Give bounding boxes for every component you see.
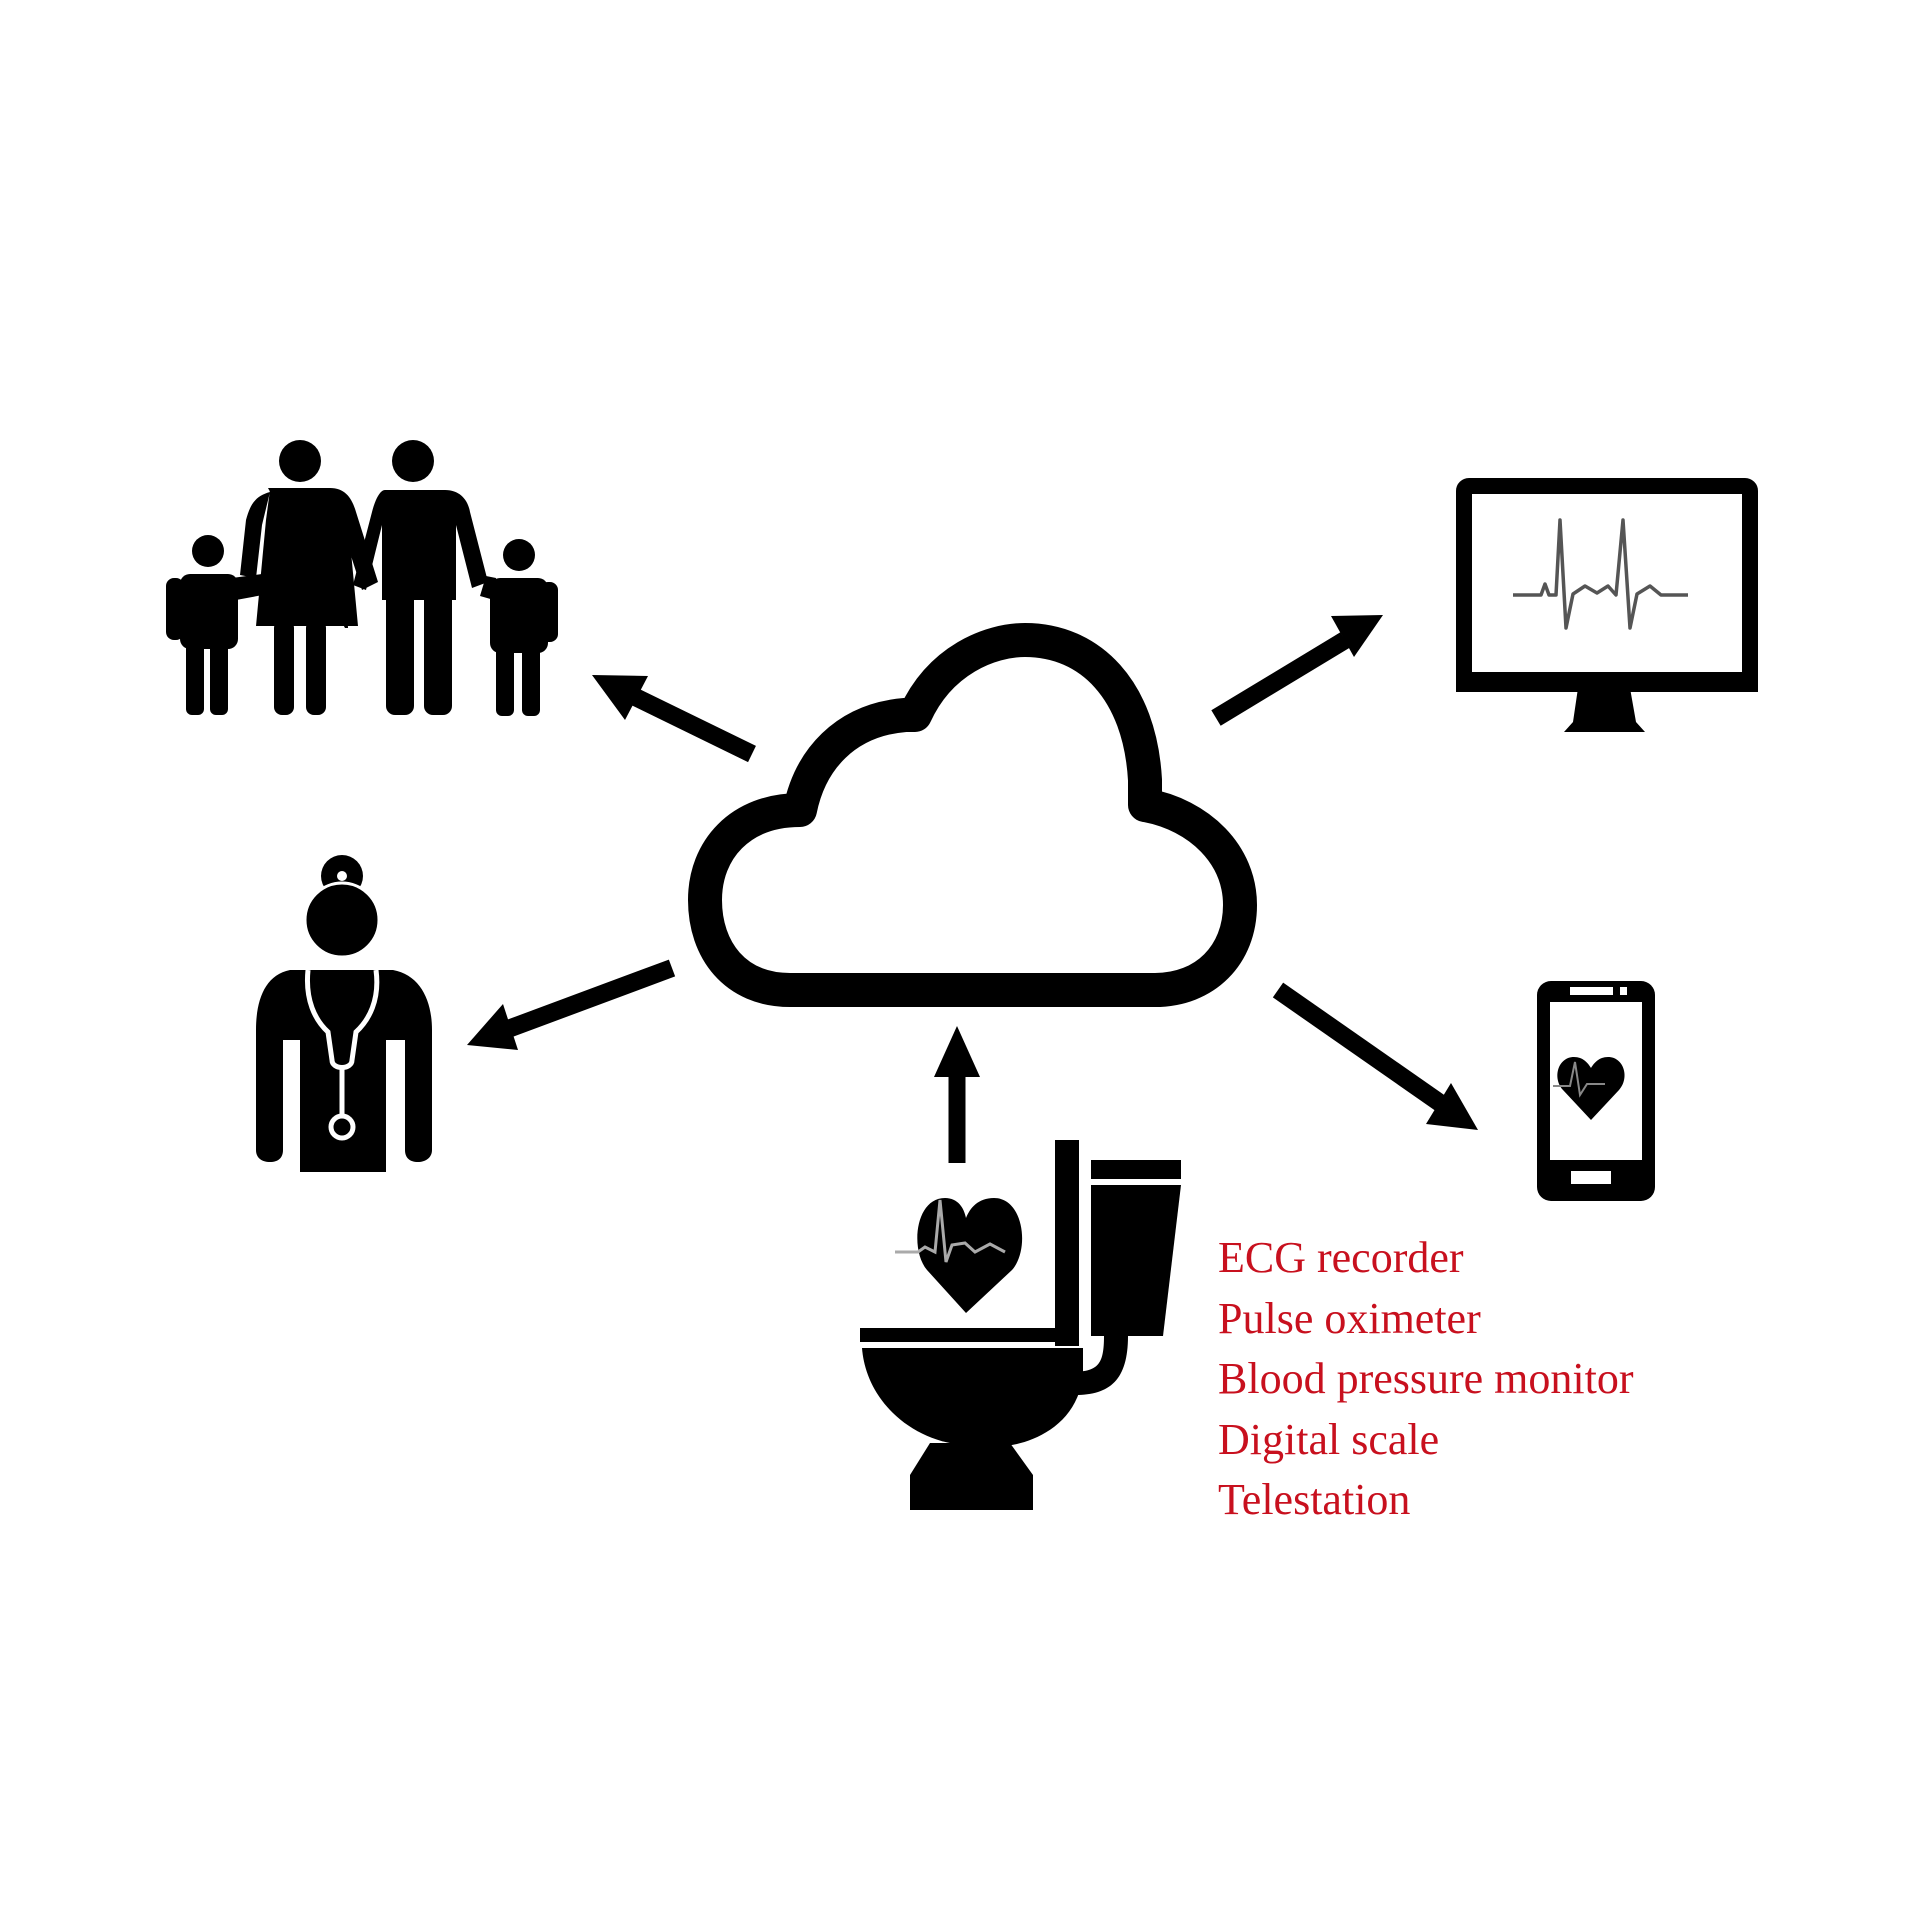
device-list: ECG recorder Pulse oximeter Blood pressu… [1218,1228,1634,1531]
doctor-icon [256,855,432,1172]
toilet-heart-icon [860,1140,1181,1510]
device-ecg-recorder: ECG recorder [1218,1233,1464,1282]
family-icon [166,440,558,716]
arrow-cloud-to-family [592,675,756,763]
child-right-figure [480,539,558,716]
woman-figure [240,440,378,715]
arrow-cloud-to-monitor [1211,615,1383,726]
child-left-figure [166,535,268,715]
device-digital-scale: Digital scale [1218,1414,1440,1464]
arrow-toilet-to-cloud [934,1026,980,1163]
arrow-cloud-to-doctor [467,959,676,1050]
device-blood-pressure-monitor: Blood pressure monitor [1218,1354,1634,1403]
device-telestation: Telestation [1218,1475,1411,1524]
heart-ecg-icon [895,1198,1023,1313]
arrow-cloud-to-phone [1272,982,1478,1130]
stethoscope-icon [304,969,380,1141]
cloud-icon [688,623,1257,1007]
device-pulse-oximeter: Pulse oximeter [1218,1293,1481,1343]
smartphone-heart-icon [1537,981,1655,1201]
man-figure [353,440,488,715]
monitor-ecg-icon [1456,478,1758,732]
